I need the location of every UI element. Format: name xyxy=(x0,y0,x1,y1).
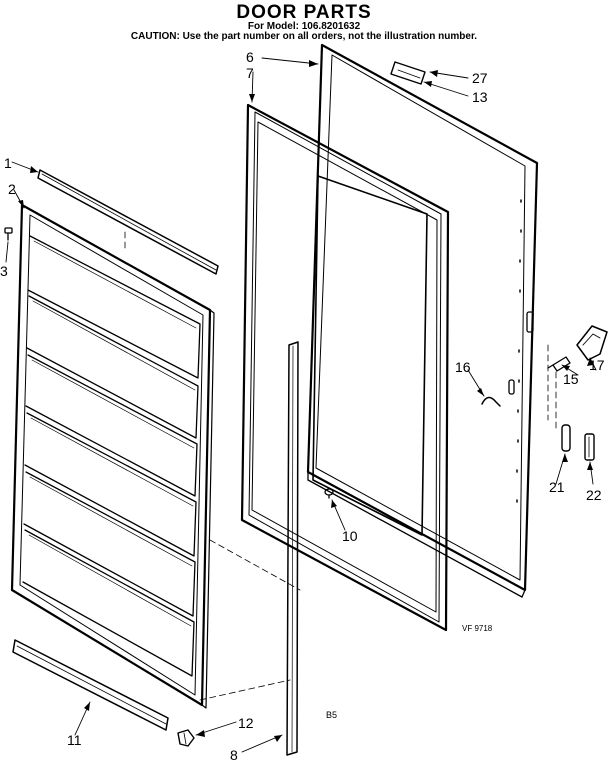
inner-door-liner xyxy=(10,203,215,709)
hinge-hook-part-16 xyxy=(481,396,501,407)
page-code: B5 xyxy=(326,710,337,720)
hinge-bracket-part-17 xyxy=(576,325,608,361)
callout-8: 8 xyxy=(230,747,238,763)
callout-7: 7 xyxy=(246,65,254,81)
top-rail-part-1 xyxy=(37,169,219,275)
page-title: DOOR PARTS xyxy=(236,2,372,23)
bottom-rail-part-11 xyxy=(12,639,169,731)
door-gasket xyxy=(240,103,450,632)
caution-note: CAUTION: Use the part number on all orde… xyxy=(130,31,478,42)
figure-code: VF 9718 xyxy=(462,624,493,633)
callout-17: 17 xyxy=(589,357,605,373)
callout-22: 22 xyxy=(586,487,602,503)
callout-11: 11 xyxy=(67,732,82,748)
model-line: For Model: 106.8201632 xyxy=(247,21,361,32)
callout-labels: 1 2 3 6 7 27 13 16 15 17 21 22 10 11 12 … xyxy=(0,49,605,763)
outer-door-panel xyxy=(306,43,539,598)
top-plate-part-27 xyxy=(390,61,426,85)
callout-15: 15 xyxy=(563,371,579,387)
callout-10: 10 xyxy=(342,528,358,544)
screw-part-3 xyxy=(4,227,13,241)
callout-13: 13 xyxy=(472,89,488,105)
plug-part-10 xyxy=(324,488,334,499)
hinge-pin-part-15 xyxy=(547,356,571,372)
callout-2: 2 xyxy=(8,181,16,197)
arrowheads xyxy=(18,60,593,742)
callout-12: 12 xyxy=(238,715,254,731)
cap-part-22 xyxy=(584,433,595,461)
strip-part-8 xyxy=(286,341,299,756)
callout-6: 6 xyxy=(246,49,254,65)
alignment-lines xyxy=(124,231,557,701)
clip-part-12 xyxy=(177,729,195,747)
callout-1: 1 xyxy=(4,155,12,171)
callout-3: 3 xyxy=(0,263,8,279)
callout-27: 27 xyxy=(472,70,488,86)
callout-21: 21 xyxy=(549,479,565,495)
callout-16: 16 xyxy=(455,359,471,375)
spacer-part-21 xyxy=(561,424,571,452)
leader-lines xyxy=(5,57,597,753)
